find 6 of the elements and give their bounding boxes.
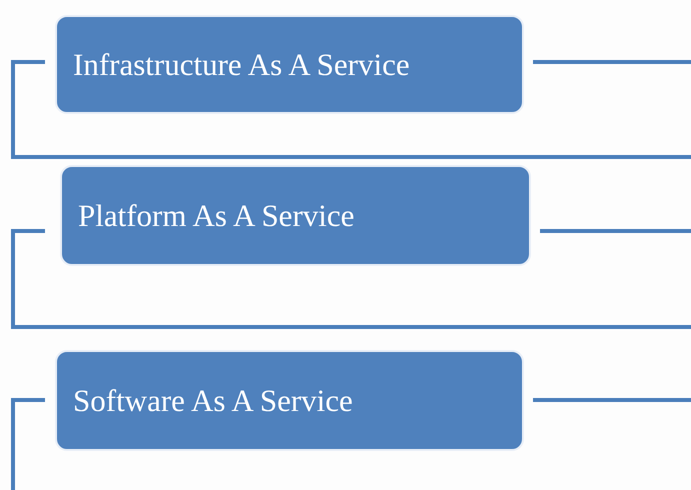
service-box xyxy=(60,165,531,266)
service-box xyxy=(55,15,524,114)
service-label: Software As A Service xyxy=(73,382,353,418)
service-label: Platform As A Service xyxy=(78,198,354,234)
service-box xyxy=(55,350,524,451)
service-label: Infrastructure As A Service xyxy=(73,46,410,82)
